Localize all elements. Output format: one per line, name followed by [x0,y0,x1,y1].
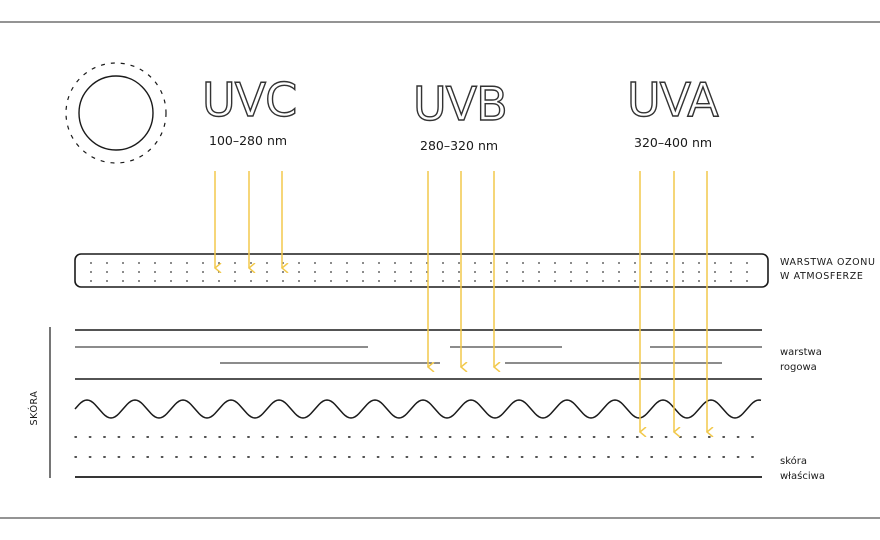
horny-layer-label-line-1: warstwa [780,347,822,358]
sun-icon [65,62,167,164]
uva-rays [640,171,707,432]
uva-range: 320–400 nm [634,135,712,150]
ozone-label-line-2: W ATMOSFERZE [780,271,863,282]
uvc-range: 100–280 nm [209,133,287,148]
dermal-epidermal-wave [74,399,762,419]
uvc-rays [215,171,282,268]
uva-title: UVA [627,73,719,127]
dermis-label-line-2: właściwa [780,470,825,482]
uvb-range: 280–320 nm [420,138,498,153]
ozone-layer [74,253,769,288]
horny-layer-label-line-2: rogowa [780,362,817,373]
uvb-title: UVB [413,77,507,131]
dermis-label-line-1: skóra [780,455,807,467]
uvb-rays [428,171,494,367]
uvc-title: UVC [202,73,296,127]
skin-label: SKÓRA [28,391,40,426]
ozone-label-line-1: WARSTWA OZONU [780,257,876,268]
